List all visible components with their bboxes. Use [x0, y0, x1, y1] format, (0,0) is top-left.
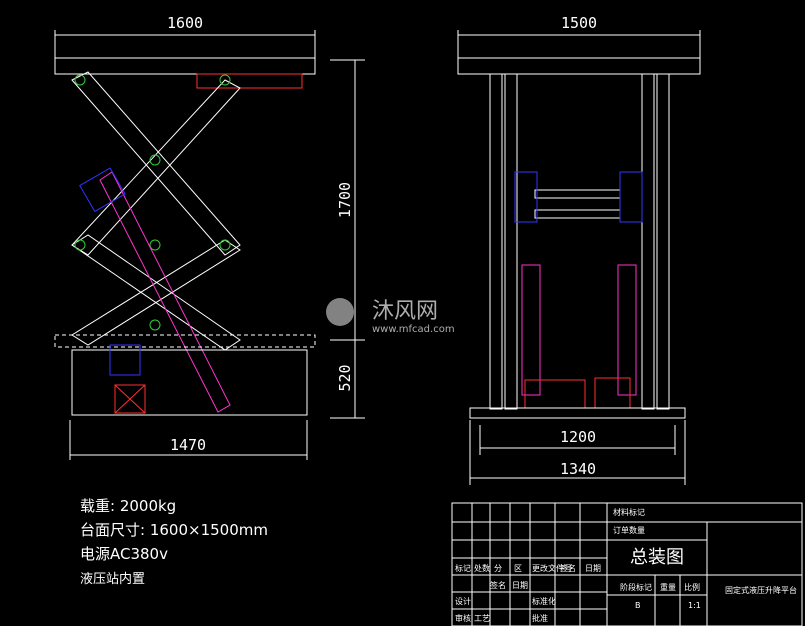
dim-base-outer-width: 1340	[560, 460, 596, 478]
watermark-url: www.mfcad.com	[372, 324, 455, 335]
spec-load: 载重: 2000kg	[80, 497, 177, 515]
dim-height-raised: 1700	[336, 182, 354, 218]
side-view	[54, 30, 365, 460]
spec-pump: 液压站内置	[80, 572, 146, 587]
front-view	[457, 30, 701, 485]
tb-label-mark: 标记	[455, 563, 471, 573]
dim-platform-length: 1600	[167, 14, 203, 32]
watermark-brand: 沐风网	[372, 299, 438, 324]
watermark: 沐风网 www.mfcad.com	[326, 298, 455, 335]
spec-power: 电源AC380v	[80, 545, 168, 563]
tb-label-approve: 批准	[532, 613, 548, 623]
tb-label-process: 工艺	[474, 614, 490, 623]
tb-stage-mark: B	[635, 601, 641, 610]
spec-table-size: 台面尺寸: 1600×1500mm	[80, 521, 268, 539]
title-block	[451, 502, 803, 626]
tb-label-count: 处数	[474, 563, 490, 573]
tb-quantity-label: 订单数量	[613, 525, 645, 535]
tb-scale: 1:1	[688, 601, 701, 610]
tb-label-sign-2: 签名	[490, 580, 506, 590]
tb-weight-label: 重量	[660, 582, 676, 592]
dim-height-base: 520	[336, 364, 354, 391]
tb-scale-label: 比例	[684, 582, 700, 592]
tb-label-design: 设计	[455, 596, 471, 606]
tb-label-date-2: 日期	[512, 581, 528, 590]
tb-material-label: 材料标记	[613, 507, 645, 517]
tb-label-date: 日期	[585, 564, 601, 573]
dim-base-length: 1470	[170, 436, 206, 454]
tb-label-div: 分	[494, 564, 502, 573]
tb-label-review: 审核	[455, 613, 471, 623]
tb-label-sign: 签名	[560, 563, 576, 573]
tb-label-standard: 标准化	[532, 596, 556, 606]
dim-platform-width: 1500	[561, 14, 597, 32]
tb-drawing-title: 总装图	[630, 547, 684, 568]
tb-stage-label: 阶段标记	[620, 582, 652, 592]
tb-label-zone: 区	[514, 564, 522, 573]
tb-label-change: 更改文件号	[532, 563, 572, 573]
tb-product-name: 固定式液压升降平台	[725, 585, 797, 595]
dim-base-inner-width: 1200	[560, 428, 596, 446]
